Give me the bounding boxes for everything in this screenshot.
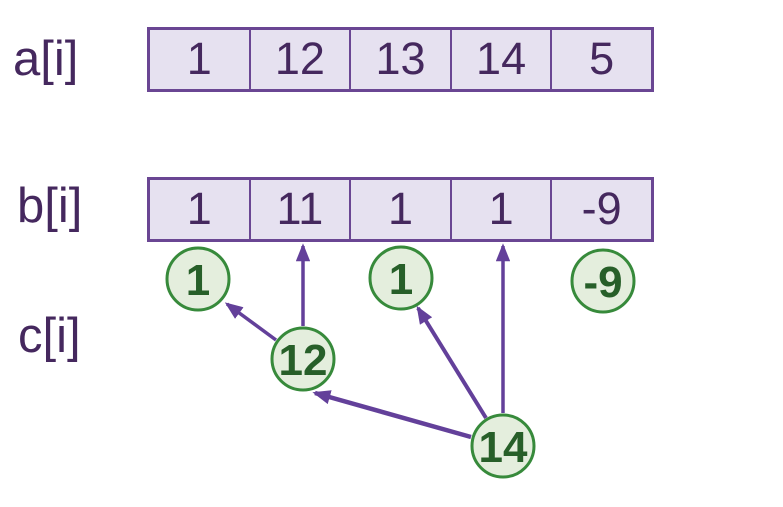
arrow-circle14-to-circle12	[312, 390, 472, 440]
array-b-cell-0: 1	[150, 180, 251, 239]
array-a-cell-1: 12	[251, 30, 352, 89]
arrow-circle14-to-circle1-middle	[416, 305, 488, 420]
circle-top-1-middle	[368, 245, 434, 311]
array-a-cell-3: 14	[452, 30, 553, 89]
circle-14-value: 14	[479, 423, 528, 472]
array-a-cell-4: 5	[589, 32, 615, 84]
circle-12	[270, 326, 336, 392]
array-b: 1 11 1 1 -9	[147, 177, 654, 242]
row-label-b: b[i]	[17, 179, 83, 233]
circle-top-1-middle-value: 1	[389, 255, 413, 304]
circle-top-1-left	[165, 246, 231, 312]
row-label-a: a[i]	[13, 32, 79, 86]
array-b-cell-3: 1	[452, 180, 553, 239]
arrow-circle12-to-circle1-left	[224, 302, 278, 342]
array-b-cell-2: 1	[351, 180, 452, 239]
circle-14	[470, 413, 536, 479]
row-label-c: c[i]	[18, 309, 81, 363]
circle-top-neg9	[570, 248, 636, 314]
array-a: 1 12 13 14 5	[147, 27, 654, 92]
circle-12-value: 12	[279, 336, 328, 385]
circle-top-1-left-value: 1	[186, 256, 210, 305]
array-a-cell-0: 1	[150, 30, 251, 89]
array-b-cell-1: 11	[251, 180, 352, 239]
array-b-cell-4: -9	[581, 182, 622, 234]
circle-top-neg9-value: -9	[583, 258, 622, 307]
array-a-cell-2: 13	[351, 30, 452, 89]
